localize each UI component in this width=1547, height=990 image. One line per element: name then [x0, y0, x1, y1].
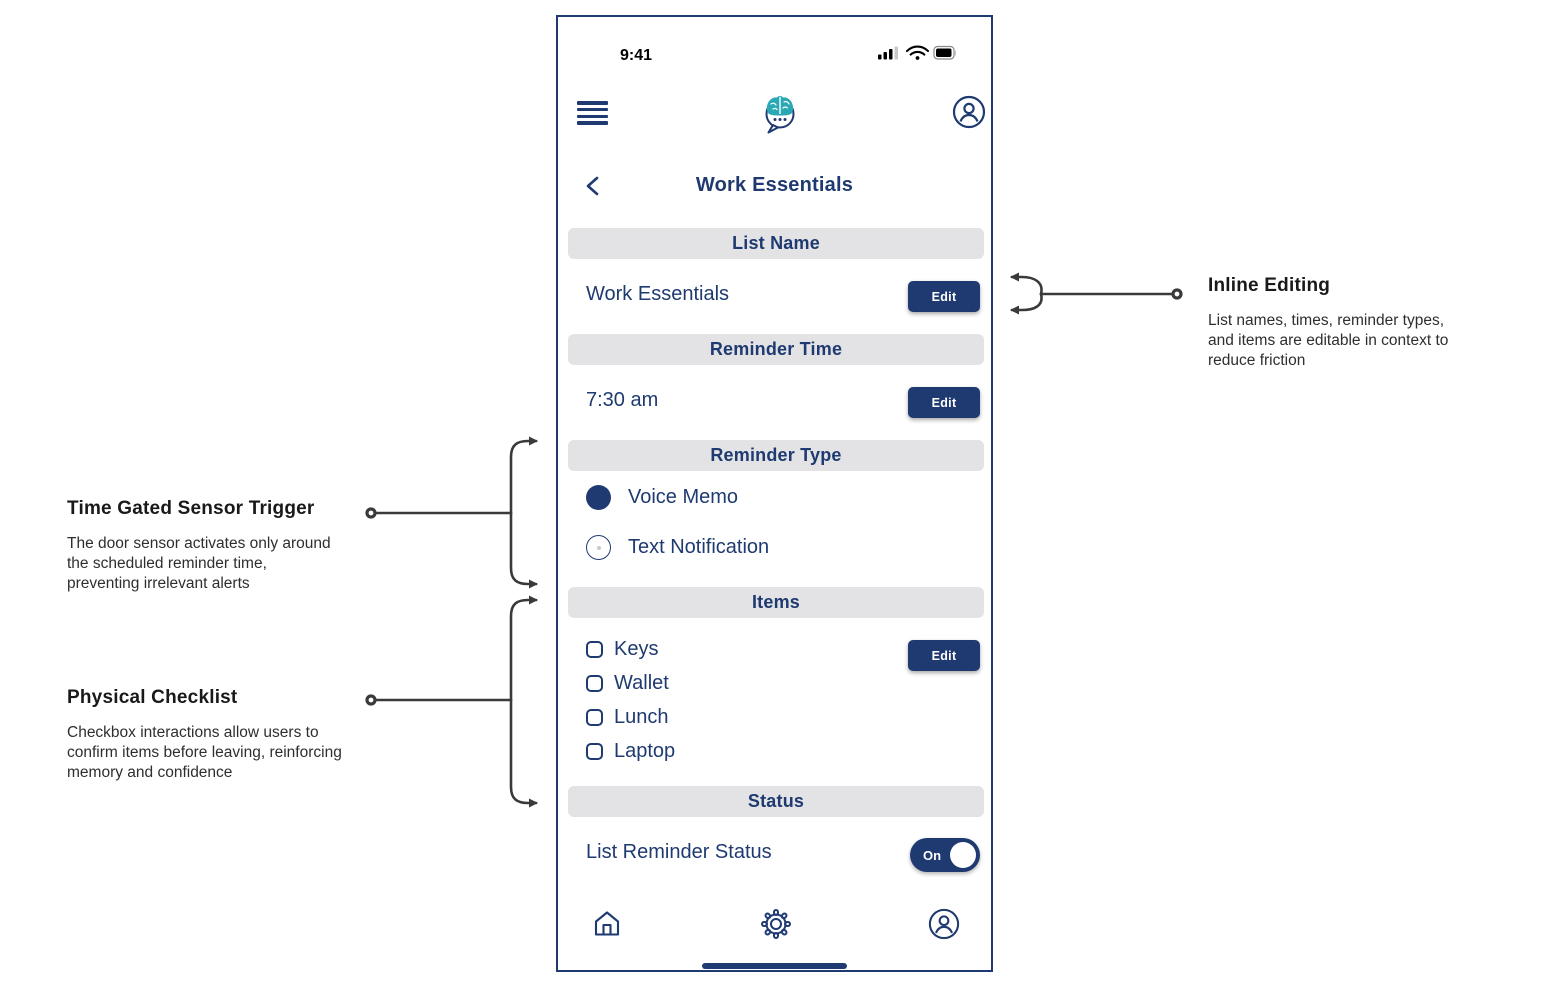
radio-selected-icon[interactable]: [586, 485, 611, 510]
radio-label: Text Notification: [628, 536, 770, 558]
phone-frame: 9:41: [556, 15, 993, 972]
back-chevron-icon[interactable]: [584, 175, 602, 197]
profile-icon[interactable]: [952, 95, 986, 129]
radio-unselected-icon[interactable]: [586, 535, 611, 560]
annotation-title: Physical Checklist: [67, 687, 238, 708]
brain-chat-logo-icon: [765, 96, 795, 134]
annotation-body: The door sensor activates only around th…: [67, 535, 331, 593]
status-toggle[interactable]: On: [910, 838, 980, 872]
toggle-state-label: On: [923, 847, 942, 863]
status-time: 9:41: [620, 47, 653, 64]
annotation-physical-checklist: Physical Checklist Checkbox interactions…: [67, 687, 367, 783]
radio-option-voice-memo[interactable]: Voice Memo: [586, 485, 738, 510]
list-reminder-status-label: List Reminder Status: [586, 841, 772, 863]
edit-list-name-button[interactable]: Edit: [908, 281, 980, 312]
annotation-body: Checkbox interactions allow users to con…: [67, 724, 342, 782]
section-header-status: Status: [568, 786, 984, 817]
wifi-icon: [905, 45, 930, 60]
item-label: Wallet: [614, 672, 669, 694]
battery-icon: [933, 45, 956, 60]
cellular-signal-icon: [878, 46, 898, 60]
section-header-list-name: List Name: [568, 228, 984, 259]
profile-nav-icon[interactable]: [928, 908, 960, 940]
checkbox-icon[interactable]: [586, 743, 603, 760]
item-row-wallet[interactable]: Wallet: [586, 672, 669, 695]
status-bar-icons: [878, 45, 956, 60]
edit-reminder-time-button[interactable]: Edit: [908, 387, 980, 418]
edit-items-button[interactable]: Edit: [908, 640, 980, 671]
annotation-time-gated: Time Gated Sensor Trigger The door senso…: [67, 498, 357, 594]
item-label: Lunch: [614, 706, 669, 728]
annotation-title: Time Gated Sensor Trigger: [67, 498, 315, 519]
annotation-title: Inline Editing: [1208, 275, 1331, 296]
section-header-reminder-time: Reminder Time: [568, 334, 984, 365]
section-header-items: Items: [568, 587, 984, 618]
hamburger-menu-icon[interactable]: [577, 101, 608, 125]
checkbox-icon[interactable]: [586, 709, 603, 726]
settings-gear-icon[interactable]: [760, 908, 792, 940]
checkbox-icon[interactable]: [586, 675, 603, 692]
reminder-time-value: 7:30 am: [586, 389, 659, 411]
section-header-reminder-type: Reminder Type: [568, 440, 984, 471]
item-row-lunch[interactable]: Lunch: [586, 706, 669, 729]
item-label: Laptop: [614, 740, 676, 762]
item-label: Keys: [614, 638, 659, 660]
item-row-laptop[interactable]: Laptop: [586, 740, 675, 763]
annotation-inline-editing: Inline Editing List names, times, remind…: [1208, 275, 1478, 371]
annotation-body: List names, times, reminder types, and i…: [1208, 312, 1449, 370]
home-icon[interactable]: [591, 908, 623, 940]
radio-label: Voice Memo: [628, 486, 739, 508]
page-title: Work Essentials: [695, 174, 854, 196]
checkbox-icon[interactable]: [586, 641, 603, 658]
toggle-knob[interactable]: [950, 842, 976, 868]
radio-option-text-notification[interactable]: Text Notification: [586, 535, 769, 560]
item-row-keys[interactable]: Keys: [586, 638, 658, 661]
home-indicator: [702, 963, 847, 969]
list-name-value: Work Essentials: [586, 283, 730, 305]
